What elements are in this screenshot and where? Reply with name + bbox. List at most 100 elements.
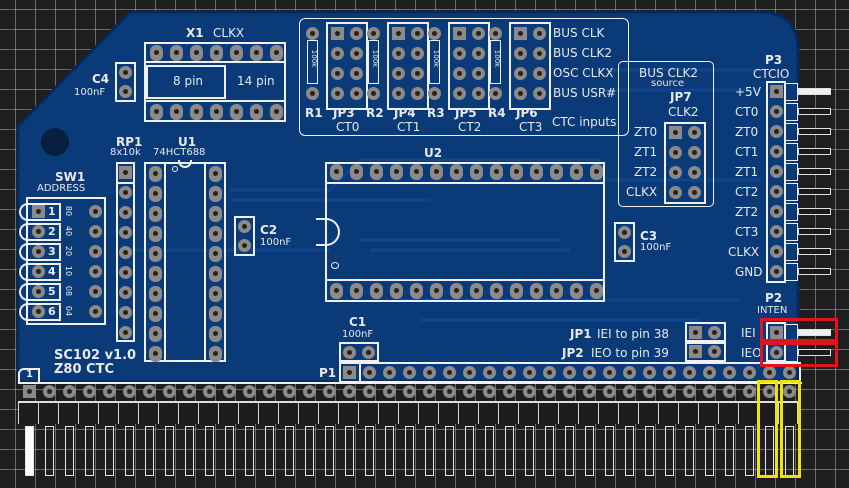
edge-finger <box>465 426 474 476</box>
jumper-pad <box>350 87 363 100</box>
ctc-source-3: BUS USR# <box>553 86 617 100</box>
p2-value: INTEN <box>757 305 788 316</box>
edge-pin-housing <box>458 402 478 424</box>
ctc-source-2: OSC CLKX <box>553 66 614 80</box>
sw1-dip-switch[interactable] <box>26 197 106 325</box>
resistor-ref: R3 <box>427 106 445 120</box>
p3-pin-body <box>784 183 798 201</box>
sw1-switch-body[interactable] <box>19 203 61 221</box>
p3-pin-label: ZT0 <box>735 125 759 139</box>
p1-lower-pad <box>543 385 556 398</box>
x1-pad <box>210 45 223 61</box>
ctc-channel-label: CT1 <box>397 120 421 134</box>
jp7-header[interactable] <box>664 122 706 204</box>
edge-finger <box>245 426 254 476</box>
jumper-pad <box>350 27 363 40</box>
p3-pin-label: CT2 <box>735 185 759 199</box>
u2-pad <box>410 164 423 180</box>
jp7-row-label: CLKX <box>626 185 658 199</box>
p1-lower-pad <box>423 385 436 398</box>
p1-upper-pad <box>343 366 356 379</box>
c2-capacitor <box>234 216 255 256</box>
jumper-header-jp5[interactable] <box>448 22 490 110</box>
p3-pin-body <box>784 243 798 261</box>
sw1-switch-body[interactable] <box>19 303 61 321</box>
jumper-pad <box>472 27 485 40</box>
edge-pin-housing <box>598 402 618 424</box>
highlight-bus-pin-39 <box>780 380 801 478</box>
jp1-desc: IEI to pin 38 <box>597 327 669 341</box>
p3-pin-stub <box>798 128 831 135</box>
edge-finger <box>65 426 74 476</box>
x1-option-14pin: 14 pin <box>237 74 275 88</box>
jp1-jumper[interactable] <box>685 322 726 342</box>
u2-pad <box>330 283 343 299</box>
jp7-pad <box>669 146 682 159</box>
p3-header[interactable] <box>766 81 786 283</box>
u2-pad <box>490 283 503 299</box>
u2-pad <box>590 283 603 299</box>
p1-upper-pad <box>623 366 636 379</box>
edge-pin-housing <box>398 402 418 424</box>
p3-pin-body <box>784 263 798 281</box>
sw1-pad <box>32 205 45 218</box>
edge-finger <box>325 426 334 476</box>
sw1-switch-body[interactable] <box>19 283 61 301</box>
board-name: SC102 v1.0 <box>54 348 137 363</box>
jumper-header-jp3[interactable] <box>326 22 368 110</box>
rp1-pad <box>119 246 132 259</box>
sw1-switch-number: 2 <box>48 225 56 238</box>
jp7-row-label: ZT2 <box>634 165 658 179</box>
c2-value: 100nF <box>260 237 292 248</box>
jp7-row-label: ZT0 <box>634 125 658 139</box>
edge-finger <box>425 426 434 476</box>
p2-pin-stub <box>798 329 831 336</box>
jumper-pad <box>533 87 546 100</box>
p1-lower-pad <box>483 385 496 398</box>
sw1-switch-number: 4 <box>48 265 56 278</box>
resistor-value: 100k <box>493 49 502 68</box>
jp2-jumper[interactable] <box>685 342 726 362</box>
jumper-header-jp6[interactable] <box>509 22 551 110</box>
sw1-pad <box>89 245 102 258</box>
rp1-pad <box>119 226 132 239</box>
rp1-resistor-network <box>116 162 135 342</box>
edge-pin-housing <box>638 402 658 424</box>
jumper-pad <box>350 67 363 80</box>
p3-pin <box>770 205 783 218</box>
edge-pin-housing <box>738 402 758 424</box>
u2-pad <box>390 283 403 299</box>
u1-pad <box>149 166 162 182</box>
x1-pad <box>170 45 183 61</box>
u2-pad <box>350 164 363 180</box>
jumper-header-jp4[interactable] <box>387 22 429 110</box>
p1-upper-pad <box>643 366 656 379</box>
u1-pad <box>209 326 222 342</box>
jumper-pad <box>453 47 466 60</box>
p1-lower-pad <box>263 385 276 398</box>
u2-pad <box>510 283 523 299</box>
sw1-switch-body[interactable] <box>19 243 61 261</box>
u2-pad <box>430 283 443 299</box>
sw1-pad <box>89 265 102 278</box>
jumper-pad <box>514 67 527 80</box>
jumper-pad <box>472 67 485 80</box>
sw1-switch-body[interactable] <box>19 223 61 241</box>
c4-value: 100nF <box>74 87 106 98</box>
x1-value: CLKX <box>213 26 245 40</box>
u2-pad <box>550 283 563 299</box>
rp1-value: 8x10k <box>110 147 141 158</box>
p1-upper-pad <box>683 366 696 379</box>
c4-capacitor <box>115 62 136 102</box>
sw1-pad <box>89 205 102 218</box>
ctc-inputs-block <box>299 18 629 136</box>
jumper-pad <box>350 47 363 60</box>
sw1-switch-body[interactable] <box>19 263 61 281</box>
edge-pin-housing <box>538 402 558 424</box>
jumper-ref: JP3 <box>333 106 355 120</box>
jp1-ref: JP1 <box>570 327 592 341</box>
edge-pin-housing <box>278 402 298 424</box>
u2-pad <box>570 283 583 299</box>
sw1-pad <box>32 265 45 278</box>
p1-lower-pad <box>343 385 356 398</box>
